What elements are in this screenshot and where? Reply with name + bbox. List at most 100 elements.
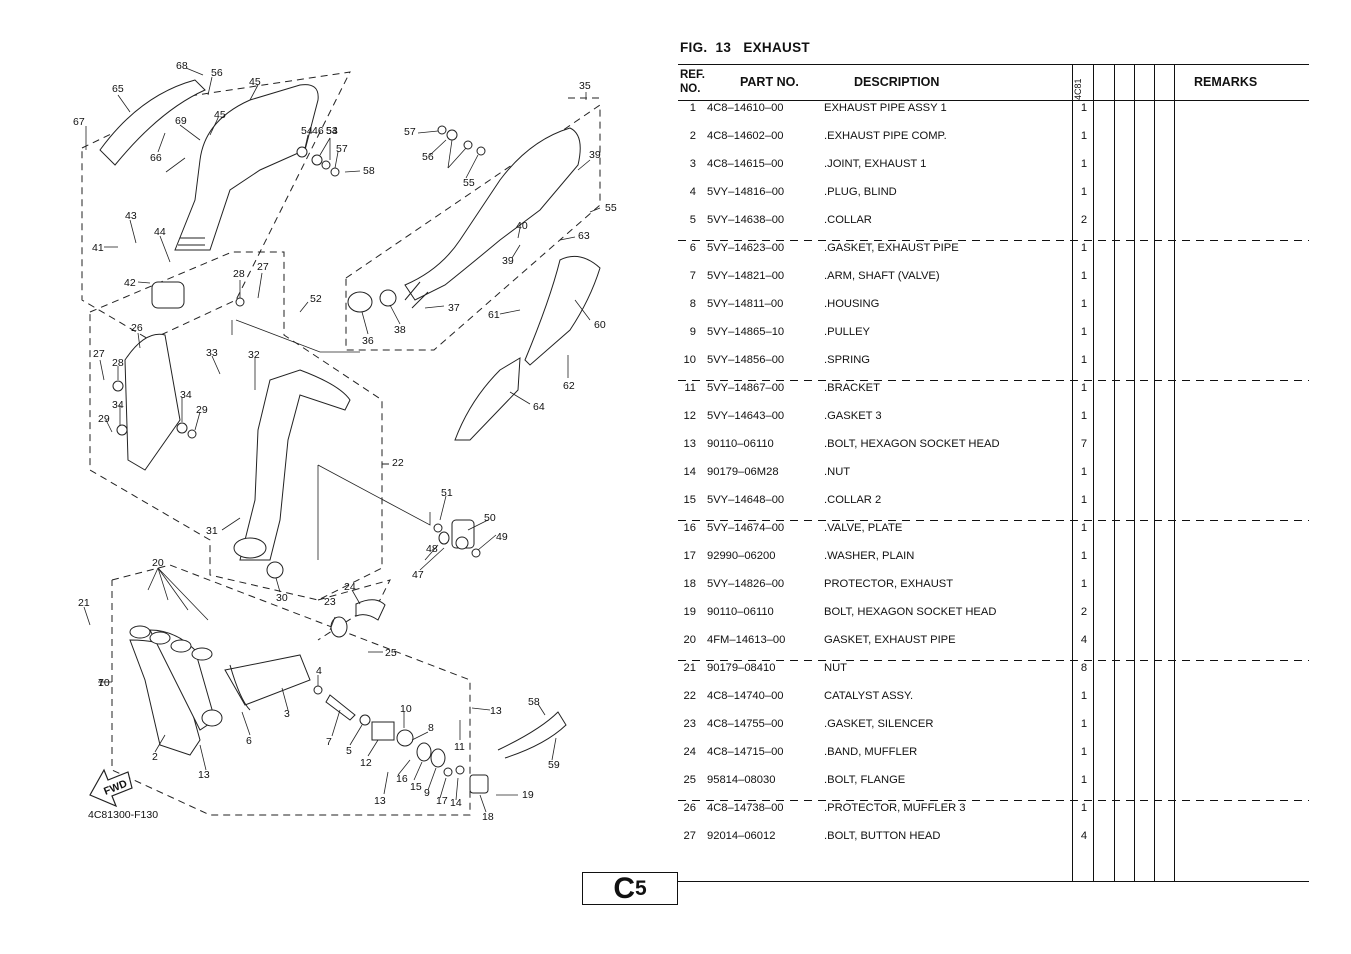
callout-number: 6 xyxy=(246,735,252,747)
description-cell: .PROTECTOR, MUFFLER 3 xyxy=(824,802,966,814)
description-cell: .GASKET, EXHAUST PIPE xyxy=(824,242,959,254)
quantity-cell: 1 xyxy=(1080,186,1088,198)
ref-cell: 4 xyxy=(689,186,696,198)
header-part-no: PART NO. xyxy=(740,75,799,89)
quantity-cell: 7 xyxy=(1080,438,1088,450)
callout-number: 16 xyxy=(396,773,408,785)
callout-number: 25 xyxy=(385,647,397,659)
description-cell: EXHAUST PIPE ASSY 1 xyxy=(824,102,947,114)
description-cell: .EXHAUST PIPE COMP. xyxy=(824,130,947,142)
callout-number: 66 xyxy=(150,152,162,164)
callout-number: 58 xyxy=(363,165,375,177)
quantity-cell: 1 xyxy=(1080,102,1088,114)
callout-number: 28 xyxy=(233,268,245,280)
description-cell: .NUT xyxy=(824,466,851,478)
ref-cell: 15 xyxy=(683,494,696,506)
quantity-cell: 1 xyxy=(1080,382,1088,394)
callout-number: 58 xyxy=(528,696,540,708)
description-cell: NUT xyxy=(824,662,847,674)
callout-number: 55 xyxy=(605,202,617,214)
callout-number: 48 xyxy=(426,543,438,555)
callout-number: 40 xyxy=(516,220,528,232)
callout-number: 44 xyxy=(154,226,166,238)
callout-number: 2 xyxy=(152,751,158,763)
callout-number: 63 xyxy=(578,230,590,242)
description-cell: .GASKET 3 xyxy=(824,410,882,422)
callout-number: 29 xyxy=(98,413,110,425)
description-cell: .BOLT, BUTTON HEAD xyxy=(824,830,941,842)
callout-number: 13 xyxy=(198,769,210,781)
quantity-cell: 1 xyxy=(1080,410,1088,422)
callout-number: 41 xyxy=(92,242,104,254)
part-no-cell: 90179–06M28 xyxy=(707,466,779,478)
callout-number: 51 xyxy=(441,487,453,499)
ref-cell: 14 xyxy=(683,466,696,478)
part-no-cell: 5VY–14865–10 xyxy=(707,326,785,338)
callout-number: 19 xyxy=(522,789,534,801)
part-no-cell: 5VY–14638–00 xyxy=(707,214,785,226)
quantity-cell: 1 xyxy=(1080,522,1088,534)
callout-number: 27 xyxy=(93,348,105,360)
part-no-cell: 4C8–14738–00 xyxy=(707,802,784,814)
header-remarks: REMARKS xyxy=(1194,75,1258,89)
ref-cell: 5 xyxy=(689,214,696,226)
callout-number: 36 xyxy=(362,335,374,347)
callout-number: 62 xyxy=(563,380,575,392)
part-no-cell: 5VY–14826–00 xyxy=(707,578,785,590)
callout-number: 47 xyxy=(412,569,424,581)
quantity-cell: 1 xyxy=(1080,690,1088,702)
ref-cell: 9 xyxy=(689,326,696,338)
ref-cell: 8 xyxy=(689,298,696,310)
callout-number: 20 xyxy=(152,557,164,569)
part-no-cell: 5VY–14816–00 xyxy=(707,186,785,198)
callout-number: 38 xyxy=(394,324,406,336)
callout-number: 69 xyxy=(175,115,187,127)
quantity-cell: 1 xyxy=(1080,718,1088,730)
header-description: DESCRIPTION xyxy=(854,75,940,89)
callout-number: 46 xyxy=(312,125,324,137)
description-cell: .BOLT, FLANGE xyxy=(824,774,906,786)
description-cell: .JOINT, EXHAUST 1 xyxy=(824,158,927,170)
description-cell: PROTECTOR, EXHAUST xyxy=(824,578,954,590)
callout-number: 45 xyxy=(214,109,226,121)
ref-cell: 2 xyxy=(689,130,696,142)
callout-number: 27 xyxy=(257,261,269,273)
part-no-cell: 4C8–14715–00 xyxy=(707,746,784,758)
callout-number: 39 xyxy=(502,255,514,267)
callout-number: 52 xyxy=(310,293,322,305)
quantity-cell: 1 xyxy=(1080,158,1088,170)
description-cell: .VALVE, PLATE xyxy=(824,522,903,534)
callout-number: 13 xyxy=(490,705,502,717)
part-no-cell: 4C8–14740–00 xyxy=(707,690,784,702)
part-no-cell: 90110–06110 xyxy=(707,606,774,618)
description-cell: .SPRING xyxy=(824,354,871,366)
quantity-cell: 1 xyxy=(1080,746,1088,758)
part-no-cell: 5VY–14821–00 xyxy=(707,270,785,282)
header-ref-no: REF. NO. xyxy=(680,69,705,95)
group-outline-header xyxy=(111,564,471,816)
part-no-cell: 95814–08030 xyxy=(707,774,776,786)
quantity-cell: 1 xyxy=(1080,242,1088,254)
callout-number: 15 xyxy=(410,781,422,793)
callout-number: 70 xyxy=(98,677,110,689)
description-cell: .COLLAR 2 xyxy=(824,494,882,506)
callout-number: 56 xyxy=(422,151,434,163)
callout-number: 11 xyxy=(454,741,465,753)
callout-number: 35 xyxy=(579,80,591,92)
header-model-code: 4C81 xyxy=(1073,78,1083,100)
callout-number: 30 xyxy=(276,592,288,604)
